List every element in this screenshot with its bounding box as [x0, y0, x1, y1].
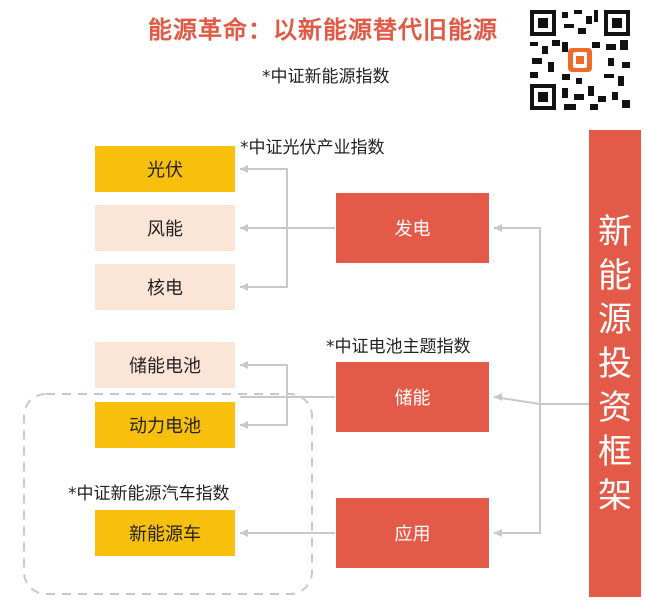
- item-pv: 光伏: [95, 146, 235, 192]
- framework-char: 资: [598, 387, 632, 428]
- qr-code-icon: [528, 8, 632, 112]
- nev-group-outline: [23, 393, 313, 595]
- item-nev: 新能源车: [95, 510, 235, 556]
- category-application: 应用: [336, 498, 489, 568]
- category-storage: 储能: [336, 362, 489, 432]
- index-nev-label: *中证新能源汽车指数: [68, 484, 230, 504]
- arrow-power-nuclear: [240, 228, 288, 288]
- framework-char: 架: [598, 475, 632, 516]
- item-power-battery: 动力电池: [95, 402, 235, 448]
- arrow-framework-power: [494, 227, 589, 405]
- arrow-framework-application: [494, 404, 541, 534]
- arrow-storage-power-battery: [240, 397, 288, 426]
- arrow-power-pv: [240, 168, 288, 228]
- item-storage-battery: 储能电池: [95, 342, 235, 388]
- index-battery-label: *中证电池主题指数: [326, 337, 471, 357]
- arrow-storage-storage-battery: [240, 364, 288, 397]
- item-wind: 风能: [95, 205, 235, 251]
- index-pv-label: *中证光伏产业指数: [240, 138, 385, 158]
- framework-char: 源: [598, 299, 632, 340]
- category-power: 发电: [336, 193, 489, 263]
- index-main-label: *中证新能源指数: [262, 67, 390, 87]
- framework-char: 能: [598, 255, 632, 296]
- framework-char: 投: [598, 343, 632, 384]
- item-nuclear: 核电: [95, 264, 235, 310]
- page-title: 能源革命：以新能源替代旧能源: [148, 16, 498, 44]
- framework-bar: 新 能 源 投 资 框 架: [589, 130, 641, 597]
- framework-char: 框: [598, 431, 632, 472]
- framework-char: 新: [598, 211, 632, 252]
